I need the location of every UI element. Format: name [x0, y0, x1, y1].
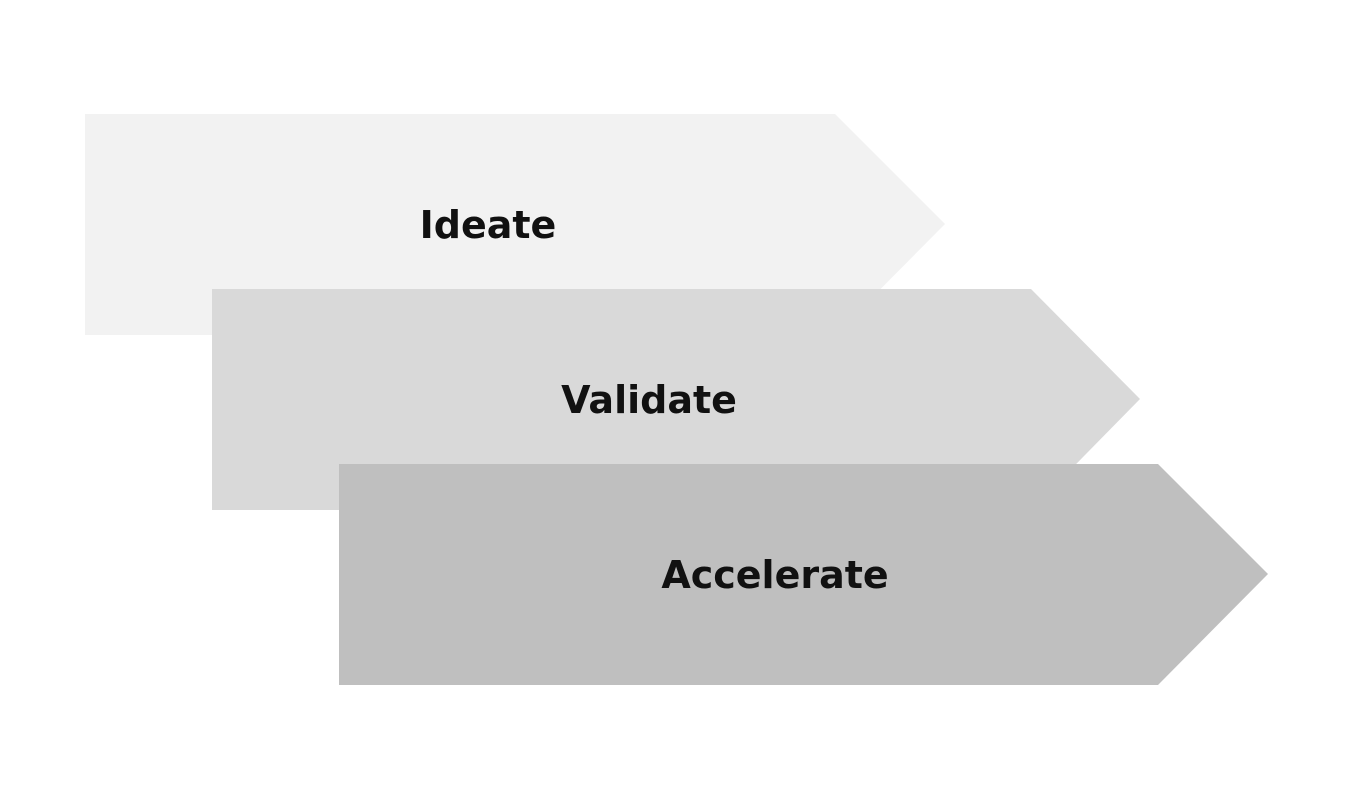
step-label-ideate: Ideate [420, 203, 557, 247]
step-label-validate: Validate [561, 378, 737, 422]
step-validate: Validate [212, 289, 1140, 510]
step-ideate: Ideate [85, 114, 945, 335]
step-label-accelerate: Accelerate [661, 553, 888, 597]
arrow-shape-ideate [85, 114, 945, 335]
arrow-shape-accelerate [339, 464, 1268, 685]
arrow-shape-validate [212, 289, 1140, 510]
step-accelerate: Accelerate [339, 464, 1268, 685]
